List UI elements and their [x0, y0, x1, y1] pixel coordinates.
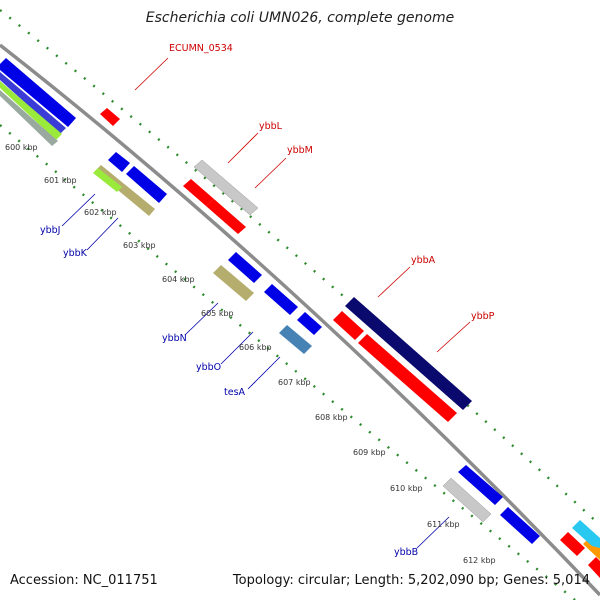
accession: AccessionNC_011751: [10, 573, 158, 588]
gene-ybbJ-b[interactable]: [126, 166, 167, 203]
tick-label: 607 kbp: [278, 378, 311, 387]
accession-label: Accession: [10, 573, 83, 588]
gene-label-ybbO[interactable]: ybbO: [196, 362, 221, 373]
connector-ybbA: [377, 266, 411, 298]
genome-summary: Topology: circular; Length: 5,202,090 bp…: [232, 573, 590, 588]
gene-label-ybbK[interactable]: ybbK: [63, 248, 88, 259]
gene-ybbB-b[interactable]: [500, 507, 540, 544]
gene-blue-left-a[interactable]: [0, 58, 76, 127]
gene-label-ybbN[interactable]: ybbN: [162, 333, 187, 344]
gene-ybbO[interactable]: [264, 284, 298, 315]
gene-red-right-b[interactable]: [588, 557, 600, 578]
connector-ybbJ: [61, 193, 96, 227]
gene-label-tesA[interactable]: tesA: [224, 387, 246, 398]
tick-label: 603 kbp: [123, 241, 156, 250]
gene-ybbB-gray[interactable]: [442, 477, 492, 523]
gene-label-ecumn-0534[interactable]: ECUMN_0534: [169, 43, 233, 54]
connector-ybbK: [86, 217, 119, 251]
gene-label-ybbP[interactable]: ybbP: [471, 311, 495, 322]
gene-labels-inner: ybbJ ybbK ybbN ybbO tesA ybbB: [40, 225, 418, 558]
gene-ybbM-b[interactable]: [206, 199, 246, 234]
gene-red-right[interactable]: [560, 532, 585, 556]
connector-ybbM: [254, 157, 287, 189]
gene-ybbP-b[interactable]: [358, 334, 457, 422]
gene-label-ybbM[interactable]: ybbM: [287, 145, 313, 156]
outer-features: [100, 108, 600, 578]
gene-ybbN-a[interactable]: [228, 252, 262, 283]
inner-tick-track: [0, 124, 576, 600]
outer-tick-track: [0, 9, 600, 526]
gene-blue-left-b[interactable]: [0, 72, 66, 134]
gene-lime-left[interactable]: [0, 81, 62, 140]
gene-ecumn-0534[interactable]: [100, 108, 120, 126]
connector-ybbB: [416, 516, 450, 549]
connector-ybbL: [227, 132, 259, 164]
genome-backbone: [0, 43, 600, 597]
gene-ybbL[interactable]: [193, 159, 259, 216]
map-title: Escherichia coli UMN026, complete genome: [145, 10, 455, 26]
gene-label-ybbB[interactable]: ybbB: [394, 547, 418, 558]
tick-label: 604 kbp: [162, 275, 195, 284]
tick-labels: 600 kbp 601 kbp 602 kbp 603 kbp 604 kbp …: [5, 143, 496, 565]
gene-ybbO-b[interactable]: [297, 312, 322, 335]
label-connectors: [61, 57, 471, 549]
gene-ybbK-lime[interactable]: [93, 168, 122, 192]
gene-cyan-right[interactable]: [572, 520, 600, 548]
connector-ybbP: [436, 321, 471, 353]
tick-label: 610 kbp: [390, 484, 423, 493]
gene-ybbA[interactable]: [345, 297, 472, 410]
connector-ecumn-0534: [134, 57, 169, 91]
tick-label: 601 kbp: [44, 176, 77, 185]
gene-ybbP-a[interactable]: [333, 311, 364, 340]
gene-label-ybbA[interactable]: ybbA: [411, 255, 436, 266]
accession-value: NC_011751: [82, 573, 158, 588]
tick-label: 609 kbp: [353, 448, 386, 457]
tick-label: 600 kbp: [5, 143, 38, 152]
gene-labels-outer: ECUMN_0534 ybbL ybbM ybbA ybbP: [169, 43, 495, 322]
gene-ybbM-a[interactable]: [183, 179, 214, 206]
gene-ybbJ[interactable]: [108, 152, 130, 172]
inner-features: [0, 58, 540, 544]
tick-label: 605 kbp: [201, 309, 234, 318]
tick-label: 608 kbp: [315, 413, 348, 422]
tick-label: 602 kbp: [84, 208, 117, 217]
gene-gray-left[interactable]: [0, 90, 58, 146]
connector-ybbO: [220, 331, 254, 365]
gene-ybbB-a[interactable]: [458, 465, 503, 505]
gene-ybbN[interactable]: [213, 265, 254, 301]
gene-tesA[interactable]: [279, 325, 312, 354]
connector-tesA: [247, 356, 281, 390]
tick-label: 612 kbp: [463, 556, 496, 565]
gene-label-ybbJ[interactable]: ybbJ: [40, 225, 60, 236]
gene-label-ybbL[interactable]: ybbL: [259, 121, 283, 132]
tick-label: 606 kbp: [239, 343, 272, 352]
tick-label: 611 kbp: [427, 520, 460, 529]
connector-ybbN: [184, 302, 219, 336]
